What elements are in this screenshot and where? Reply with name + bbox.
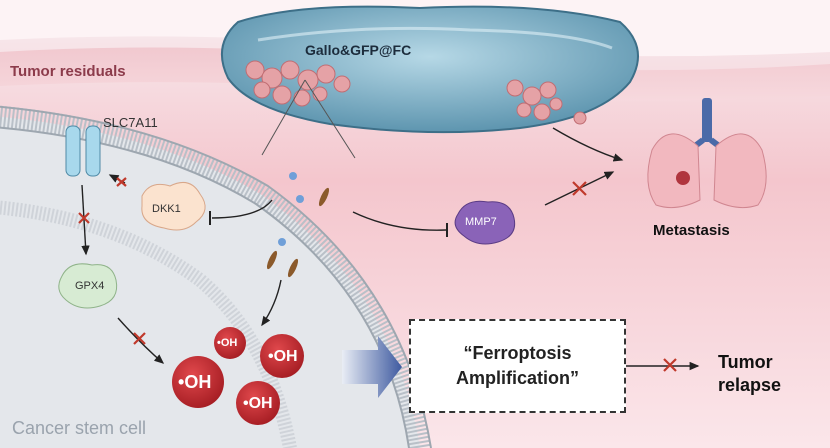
hydroxyl-radical-label: •OH: [178, 372, 212, 392]
metastasis-label: Metastasis: [653, 222, 730, 239]
slc7a11-transporter: [65, 125, 101, 177]
arrow-cell-metastasis: [552, 127, 624, 162]
arrow-drug-radicals: [261, 279, 282, 327]
arrow-gpx4-radicals: [117, 317, 165, 364]
lung-illustration: [647, 98, 767, 209]
hydroxyl-radicals: [172, 327, 304, 425]
mmp7-label: MMP7: [465, 216, 497, 228]
inhibit-x-marks: [78, 177, 677, 372]
circulating-tumor-cell: [573, 111, 587, 125]
inhibit-line-dkk1: [211, 199, 273, 219]
hydrogel-label: Gallo&GFP@FC: [305, 42, 412, 58]
gpx4-label: GPX4: [75, 280, 105, 292]
ferroptosis-amplification-box: “Ferroptosis Amplification”: [409, 319, 626, 413]
amplification-arrow: [342, 336, 402, 398]
mmp7-protein: [454, 200, 516, 245]
gpx4-protein: [58, 263, 118, 309]
tumor-residuals-label: Tumor residuals: [10, 63, 126, 80]
hydroxyl-radical-label: •OH: [217, 337, 238, 349]
slc7a11-label: SLC7A11: [103, 115, 158, 130]
tumor-cluster-left: [245, 60, 351, 107]
gel-highlight: [257, 26, 613, 50]
tumor-relapse-label: Tumor relapse: [718, 352, 782, 395]
release-line-2: [304, 79, 356, 159]
dkk1-label: DKK1: [152, 203, 181, 215]
cell-membrane: [0, 105, 431, 448]
cancer-stem-cell-label: Cancer stem cell: [12, 418, 147, 438]
released-drugs: [266, 172, 330, 278]
tumor-cluster-right: [506, 79, 563, 121]
membrane-outer-line: [0, 105, 432, 448]
inhibit-line-mmp7: [352, 211, 447, 231]
hydroxyl-radical-label: •OH: [268, 348, 298, 365]
ferroptosis-amplification-text: “Ferroptosis Amplification”: [455, 343, 579, 388]
release-line-1: [261, 79, 306, 156]
dkk1-protein: [141, 181, 206, 231]
hydroxyl-radical-label: •OH: [243, 395, 273, 412]
